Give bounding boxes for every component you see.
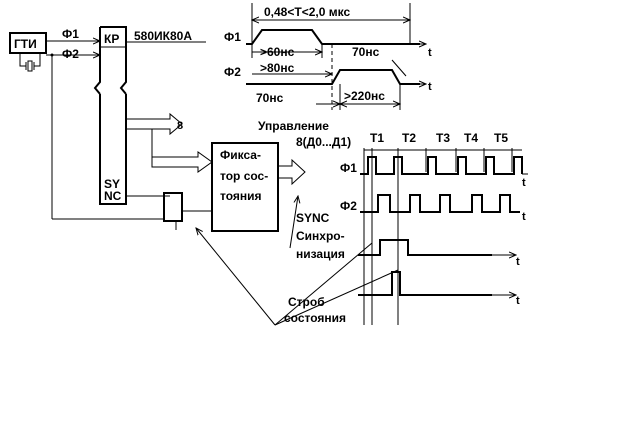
clock-generator: ГТИ [9,32,47,72]
bus-width-label: 8 [177,120,183,132]
cpu-kr-label: КР [104,32,119,46]
right-axis-t2: t [522,211,526,223]
state-t1: T1 [370,131,384,145]
period-label: 0,48<T<2,0 мкс [264,5,350,19]
latch-line-3: тояния [220,189,262,203]
right-timing: T1 T2 T3 T4 T5 Ф1 t Ф2 t SYNC Синхро- ни… [284,131,528,325]
state-t2: T2 [402,131,416,145]
state-t5: T5 [494,131,508,145]
right-axis-t3: t [516,256,520,268]
status-latch [211,142,279,232]
control-out-arrow [278,158,306,186]
gti-box [9,32,47,54]
sinc-label-2: низация [296,247,345,261]
state-t3: T3 [436,131,450,145]
strobe-label-2: состояния [284,311,346,325]
strobe-gate [163,192,183,222]
cpu-sync-label-1: SY [104,177,120,191]
sync-label: SYNC [296,211,330,225]
gap2-label: 70нс [352,45,380,59]
f1-wire-label: Ф1 [62,27,79,41]
latch-line-1: Фикса- [220,148,261,162]
cpu-model-label: 580ИК80А [134,29,192,43]
gap1-label: 70нс [256,91,284,105]
bus-data-label: 8(Д0...Д1) [296,135,351,149]
f2-pulse-label: >220нс [344,89,385,103]
f1-width-label: >60нс [260,45,295,59]
crystal-icon [27,60,33,72]
bus-title: Управление [258,119,329,133]
right-axis-t1: t [522,177,526,189]
top-axis-t1: t [428,47,432,59]
state-t4: T4 [464,131,478,145]
right-axis-t4: t [516,295,520,307]
right-f1-label: Ф1 [340,161,357,175]
top-timing: 0,48<T<2,0 мкс Ф1 t >60нс Ф2 t >80нс 70н… [224,3,432,110]
f2-width-label: >80нс [260,61,295,75]
cpu-sync-label-2: NC [104,189,122,203]
top-f1-label: Ф1 [224,30,241,44]
right-f2-label: Ф2 [340,199,357,213]
top-f2-label: Ф2 [224,65,241,79]
data-bus-arrow: 8 [126,112,213,173]
f2-wire-label: Ф2 [62,47,79,61]
cpu-chip: КР SY NC [93,26,127,205]
strobe-label-1: Строб [288,295,325,309]
gti-label: ГТИ [14,37,37,51]
top-axis-t2: t [428,81,432,93]
sinc-label-1: Синхро- [296,229,345,243]
latch-line-2: тор сос- [220,169,268,183]
